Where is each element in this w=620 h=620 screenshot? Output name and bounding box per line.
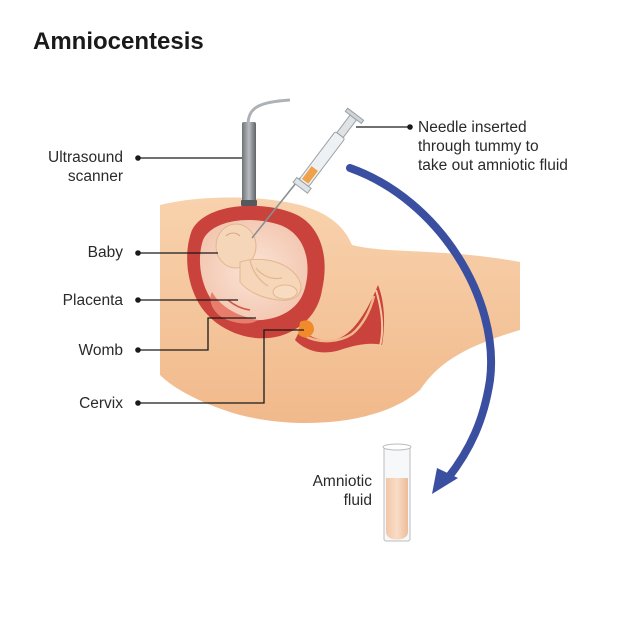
leader-lines	[140, 126, 408, 404]
needle-label: Needle inserted through tummy to take ou…	[418, 119, 568, 174]
placenta	[210, 292, 258, 324]
baby-label: Baby	[87, 244, 123, 261]
syringe	[251, 107, 365, 239]
curved-arrow	[346, 164, 496, 494]
cervix-label: Cervix	[79, 395, 123, 412]
ultrasound-label: Ultrasound scanner	[48, 149, 123, 185]
baby	[215, 223, 302, 301]
leader-dots	[135, 124, 413, 406]
amniotic-fluid-label: Amniotic fluid	[312, 473, 372, 509]
womb-label: Womb	[78, 342, 123, 359]
diagram-title: Amniocentesis	[33, 28, 204, 55]
cervix-plug	[298, 320, 314, 338]
ultrasound-probe	[241, 98, 291, 206]
test-tube	[382, 443, 412, 542]
placenta-label: Placenta	[62, 292, 123, 309]
